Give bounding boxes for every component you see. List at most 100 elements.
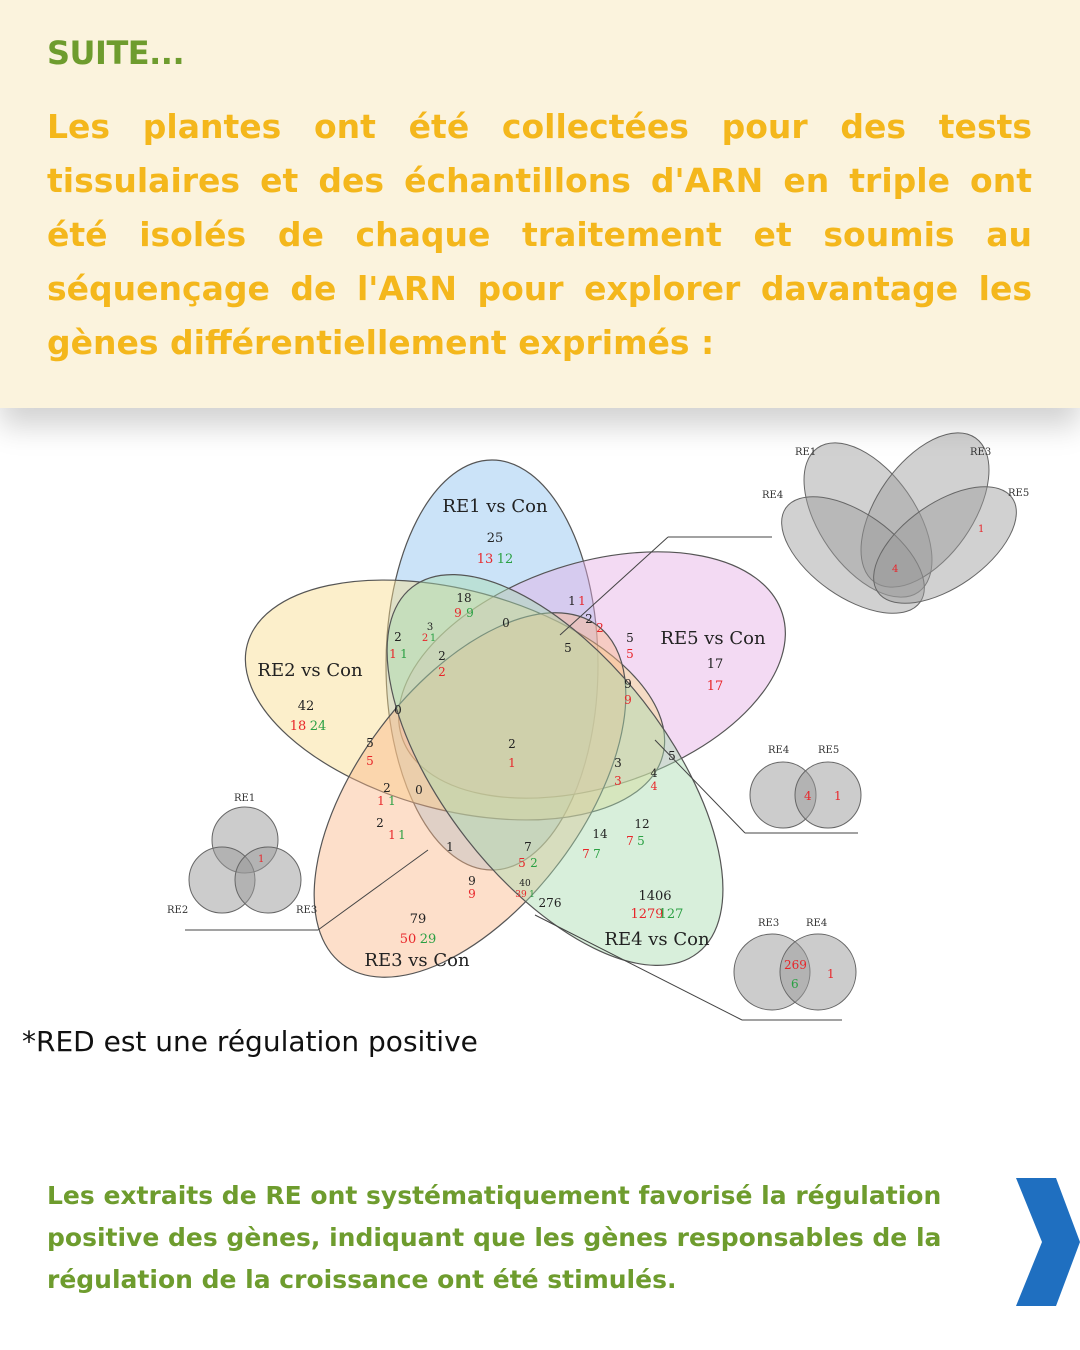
region-count: 3 (427, 622, 433, 633)
conclusion-text: Les extraits de RE ont systématiquement … (47, 1181, 942, 1294)
svg-text:1: 1 (258, 854, 264, 865)
region-count: 5 (564, 641, 572, 655)
re4-down: 127 (659, 907, 684, 922)
region-count: 2 (376, 816, 384, 830)
svg-text:RE3: RE3 (970, 447, 991, 458)
re4-total: 1406 (638, 889, 671, 904)
re5-label: RE5 vs Con (660, 628, 766, 649)
intro-panel: SUITE... Les plantes ont été collectées … (0, 0, 1080, 408)
region-down: 9 (466, 606, 474, 620)
region-count: 0 (415, 783, 423, 797)
region-count: 5 (366, 736, 374, 750)
region-up: 9 (624, 693, 632, 707)
region-count: 276 (539, 896, 562, 910)
re3-label: RE3 vs Con (364, 950, 470, 971)
region-count: 0 (502, 616, 510, 630)
svg-text:RE5: RE5 (818, 745, 839, 756)
svg-text:RE4: RE4 (768, 745, 789, 756)
region-count: 18 (456, 591, 471, 605)
svg-text:1: 1 (827, 967, 835, 981)
re2-down: 24 (310, 719, 327, 734)
svg-text:RE1: RE1 (795, 447, 816, 458)
svg-text:4: 4 (804, 789, 812, 803)
region-down: 7 (593, 847, 601, 861)
region-down: 1 (529, 890, 535, 900)
svg-text:RE3: RE3 (296, 905, 317, 916)
re2-up: 18 (290, 719, 307, 734)
re1-total: 25 (487, 531, 504, 546)
svg-text:RE1: RE1 (234, 793, 255, 804)
region-count: 2 (394, 630, 402, 644)
region-up: 5 (366, 754, 374, 768)
region-count: 2 (438, 649, 446, 663)
svg-text:RE5: RE5 (1008, 488, 1029, 499)
set-re1-ellipse (385, 459, 599, 871)
region-count: 0 (394, 703, 402, 717)
region-count: 5 (626, 631, 634, 645)
region-count: 4 (651, 767, 658, 780)
region-up: 1 (578, 594, 586, 608)
region-count: 40 (519, 879, 531, 889)
region-up: 9 (454, 606, 462, 620)
re4-up: 1279 (630, 907, 663, 922)
section-kicker: SUITE... (47, 34, 185, 72)
region-count: 14 (592, 827, 608, 841)
region-up: 4 (651, 780, 658, 793)
region-count: 7 (524, 840, 532, 854)
svg-text:RE2: RE2 (167, 905, 188, 916)
region-down: 5 (637, 834, 645, 848)
region-up: 1 (377, 794, 385, 808)
region-up: 39 (515, 890, 527, 900)
region-up: 5 (518, 856, 526, 870)
svg-text:1: 1 (834, 789, 842, 803)
svg-text:1: 1 (978, 524, 984, 535)
next-arrow-icon[interactable] (1012, 1178, 1080, 1306)
svg-text:4: 4 (892, 564, 898, 575)
svg-text:RE4: RE4 (806, 918, 827, 929)
svg-text:RE4: RE4 (762, 490, 783, 501)
region-up: 2 (438, 665, 446, 679)
region-up: 3 (614, 774, 622, 788)
region-up: 9 (468, 887, 476, 901)
re1-down: 12 (497, 552, 514, 567)
region-count: 1 (568, 594, 576, 608)
region-count: 12 (634, 817, 649, 831)
re5-up: 17 (707, 679, 724, 694)
region-up: 1 (389, 647, 397, 661)
region-up: 7 (626, 834, 634, 848)
re1-up: 13 (477, 552, 494, 567)
re1-label: RE1 vs Con (442, 496, 548, 517)
re2-total: 42 (298, 699, 315, 714)
set-re5-ellipse (398, 551, 786, 799)
region-count: 3 (614, 756, 622, 770)
region-count: 1 (446, 840, 454, 854)
inset-bottom-right: RE3 RE4 269 6 1 (733, 918, 857, 1011)
svg-text:6: 6 (791, 977, 799, 991)
region-up: 2 (596, 621, 604, 635)
set-re4-ellipse (386, 574, 724, 966)
re3-up: 50 (400, 932, 417, 947)
legend-note: *RED est une régulation positive (22, 1025, 478, 1058)
region-count: 5 (668, 749, 676, 763)
region-down: 2 (530, 856, 538, 870)
inset-top-right: RE1 RE3 RE4 RE5 4 1 (762, 432, 1029, 614)
region-count: 9 (468, 874, 476, 888)
inset-left: RE1 RE2 RE3 1 (167, 793, 317, 916)
set-re2-ellipse (244, 579, 666, 821)
re3-total: 79 (410, 912, 427, 927)
region-count: 9 (624, 677, 632, 691)
intro-paragraph: Les plantes ont été collectées pour des … (47, 107, 1032, 362)
svg-text:RE3: RE3 (758, 918, 779, 929)
re2-label: RE2 vs Con (257, 660, 363, 681)
re4-label: RE4 vs Con (604, 929, 710, 950)
re5-total: 17 (707, 657, 724, 672)
region-down: 1 (398, 828, 406, 842)
venn-diagram: RE1 vs Con RE5 vs Con RE2 vs Con RE3 vs … (167, 432, 1029, 1021)
region-count: 2 (508, 737, 516, 751)
region-up: 2 (422, 633, 428, 644)
region-up: 7 (582, 847, 590, 861)
region-up: 5 (626, 647, 634, 661)
re3-down: 29 (420, 932, 437, 947)
set-re3-ellipse (313, 612, 627, 978)
region-count: 2 (383, 781, 391, 795)
